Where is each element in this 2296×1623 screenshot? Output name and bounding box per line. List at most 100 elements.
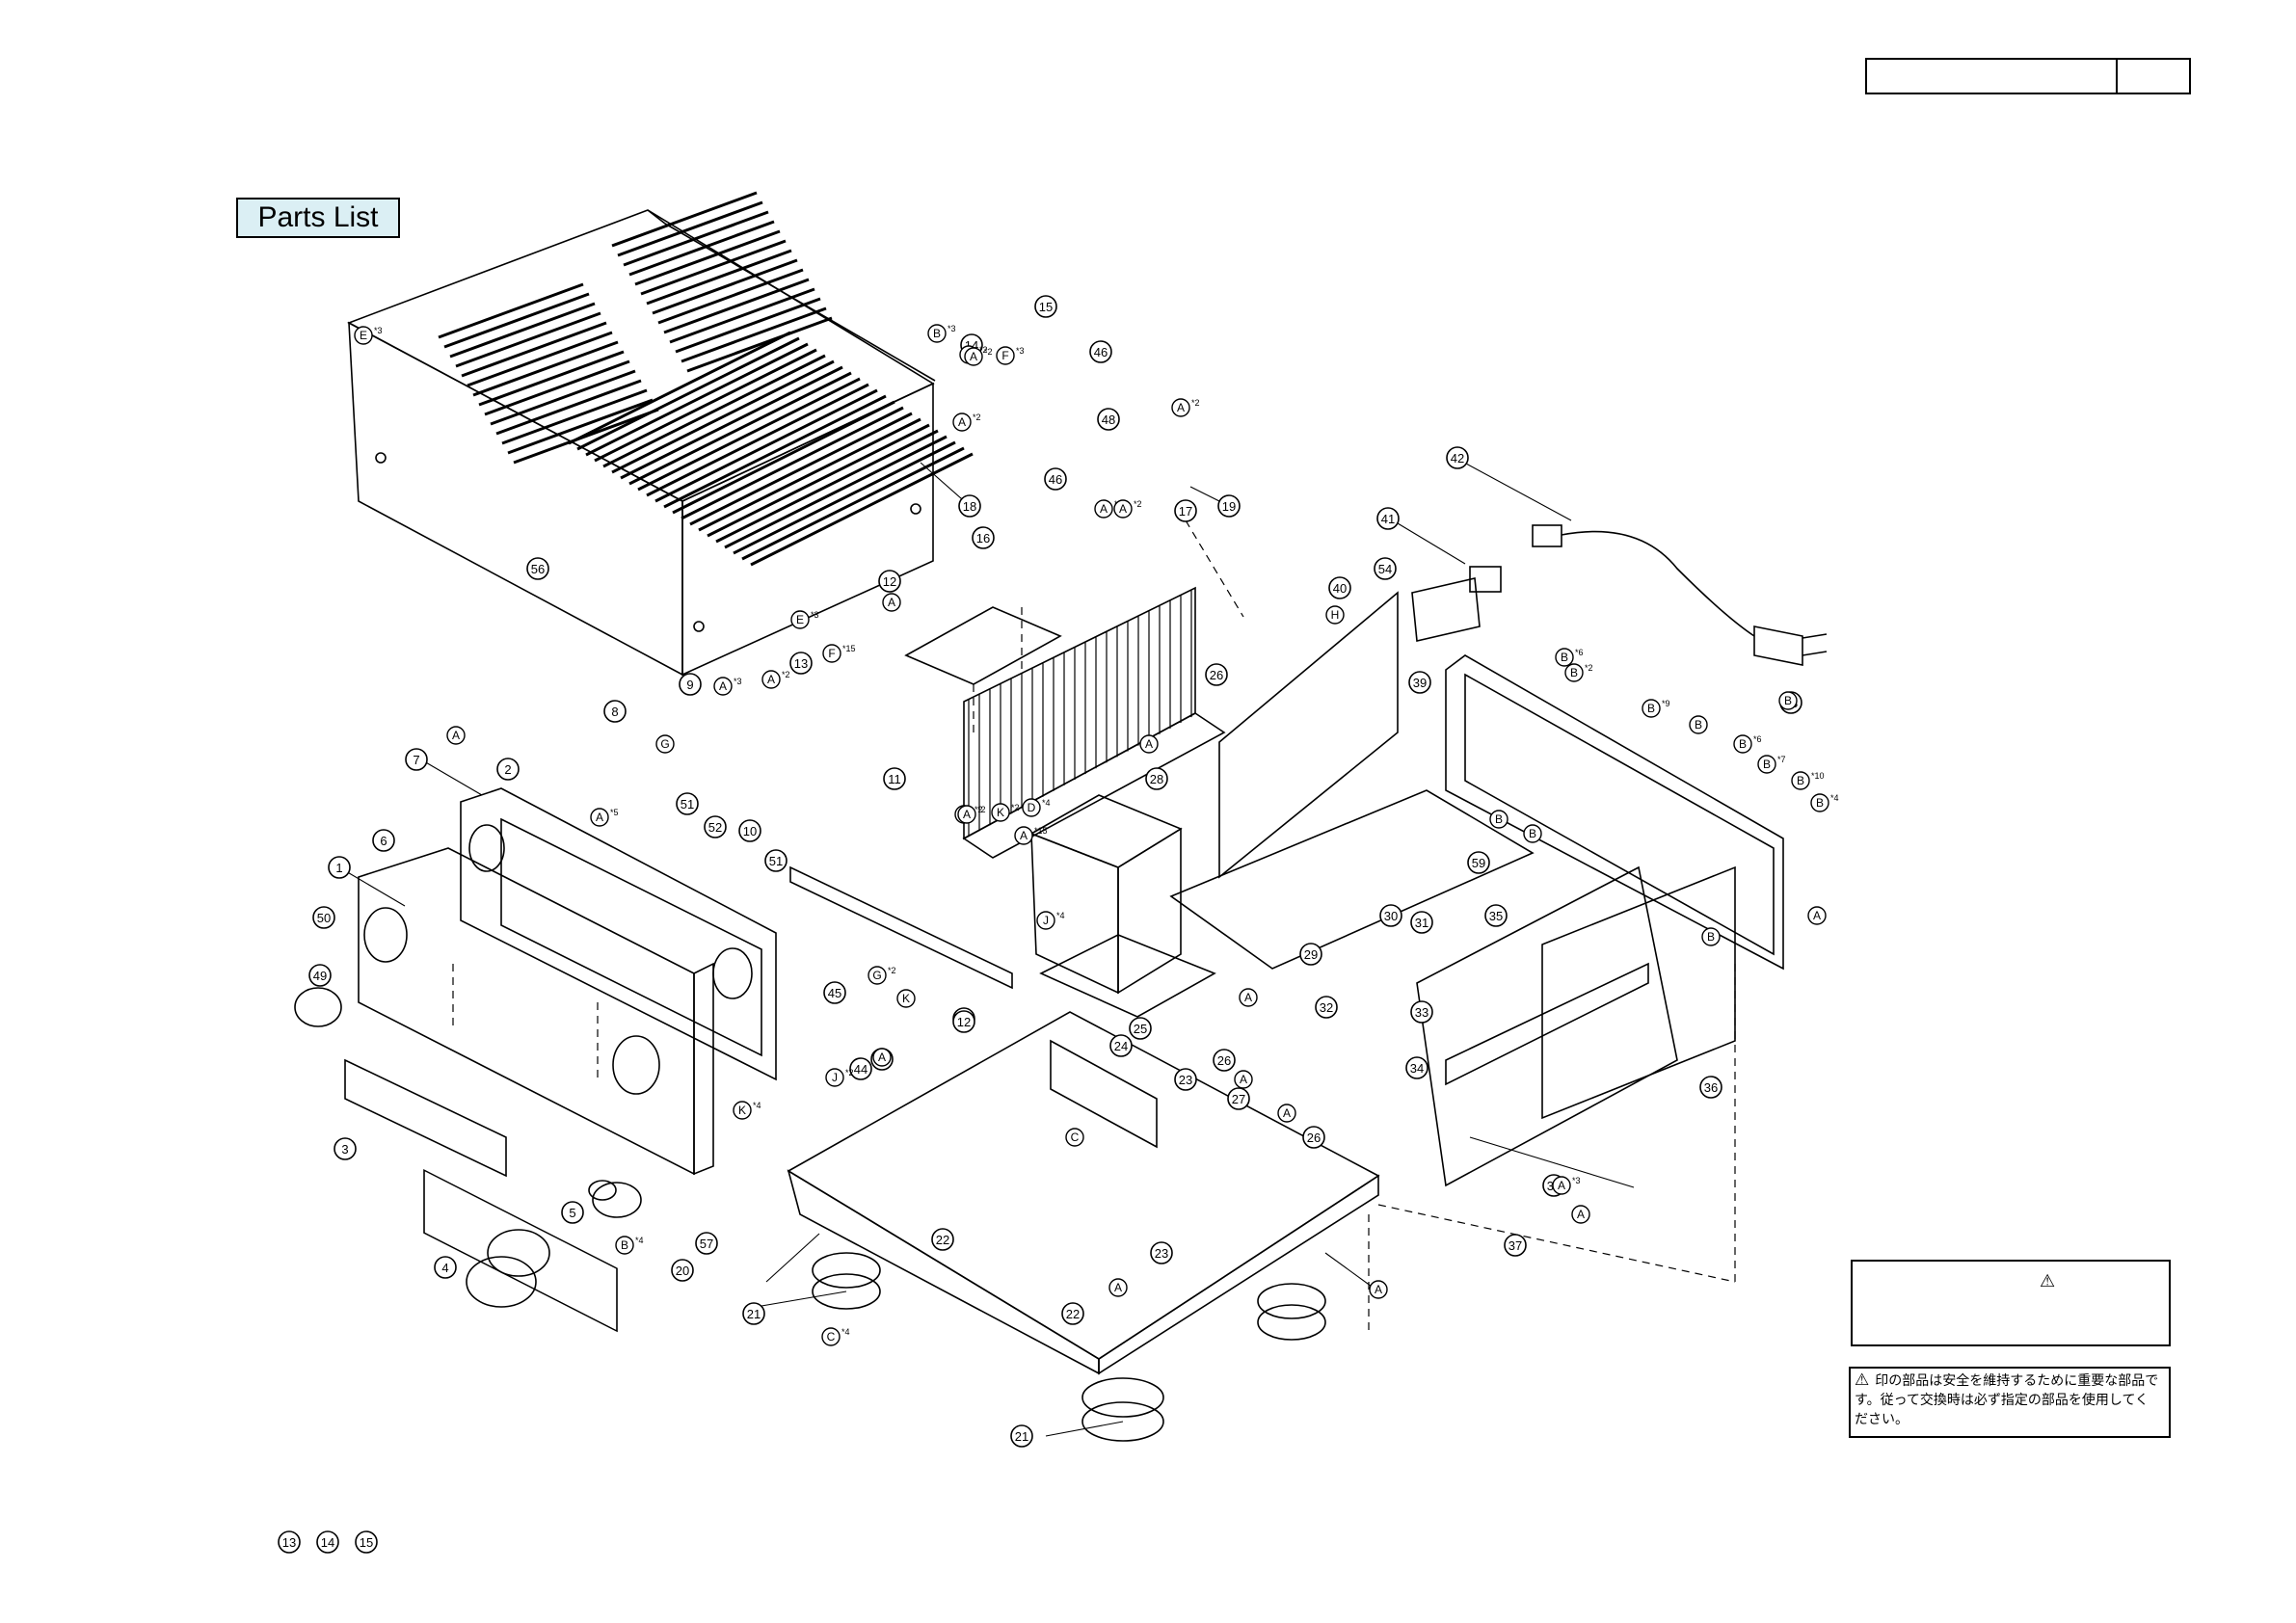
svg-text:34: 34 [1410, 1061, 1424, 1076]
screw-marker-A: A [1807, 906, 1827, 925]
svg-text:G: G [660, 737, 669, 751]
callout-40: 40 [1328, 576, 1351, 599]
svg-text:A: A [1813, 909, 1821, 922]
callout-26: 26 [1302, 1126, 1325, 1149]
screw-marker-H: H [1325, 605, 1345, 625]
callout-25: 25 [1129, 1017, 1152, 1040]
screw-marker-F: F*15 [822, 644, 856, 663]
callout-46: 46 [1089, 340, 1112, 363]
screw-marker-A: A [1277, 1104, 1296, 1123]
svg-text:G: G [872, 969, 881, 982]
svg-text:C: C [827, 1330, 836, 1344]
svg-text:B: B [1561, 651, 1568, 664]
top-cover [347, 191, 974, 677]
screw-marker-A: A*2 [964, 347, 993, 366]
svg-text:15: 15 [1039, 300, 1053, 314]
svg-text:*4: *4 [841, 1327, 850, 1337]
callout-45: 45 [823, 981, 846, 1004]
svg-text:*2: *2 [1585, 663, 1593, 673]
svg-text:D: D [1028, 801, 1036, 814]
svg-text:A: A [1100, 502, 1108, 516]
svg-text:33: 33 [1415, 1005, 1428, 1020]
svg-text:A: A [878, 1051, 886, 1064]
svg-text:A: A [1244, 991, 1252, 1004]
svg-text:20: 20 [676, 1264, 689, 1278]
svg-text:J: J [832, 1071, 838, 1084]
svg-text:B: B [1529, 827, 1536, 840]
svg-text:26: 26 [1210, 668, 1223, 682]
callout-41: 41 [1376, 507, 1400, 530]
svg-text:37: 37 [1508, 1238, 1522, 1253]
screw-marker-A: A [882, 593, 901, 612]
screw-marker-B: B*4 [615, 1236, 644, 1255]
svg-text:*4: *4 [635, 1236, 644, 1245]
svg-text:54: 54 [1378, 562, 1392, 576]
screw-marker-E: E*3 [354, 326, 383, 345]
screw-marker-C: C *4 [821, 1327, 850, 1346]
svg-text:9: 9 [686, 678, 693, 692]
callout-32: 32 [1315, 996, 1338, 1019]
callout-13: 13 [278, 1530, 301, 1554]
callout-59: 59 [1467, 851, 1490, 874]
screw-marker-A: A*3 [713, 677, 742, 696]
svg-text:E: E [796, 613, 804, 626]
svg-text:*4: *4 [1830, 793, 1839, 803]
callout-12: 12 [952, 1010, 975, 1033]
svg-text:40: 40 [1333, 581, 1347, 596]
screw-marker-A: A*5 [590, 808, 619, 827]
svg-text:27: 27 [1232, 1092, 1245, 1106]
svg-text:56: 56 [531, 562, 545, 576]
screw-marker-A: A [1139, 734, 1159, 754]
svg-text:B: B [1816, 796, 1824, 810]
svg-text:52: 52 [708, 820, 722, 835]
svg-text:50: 50 [317, 911, 331, 925]
screw-marker-B: B *6 [1555, 648, 1584, 667]
callout-5: 5 [561, 1201, 584, 1224]
svg-text:*2: *2 [845, 1068, 854, 1078]
callout-28: 28 [1145, 767, 1168, 790]
callout-34: 34 [1405, 1056, 1428, 1079]
svg-text:*3: *3 [1016, 346, 1025, 356]
svg-text:19: 19 [1222, 499, 1236, 514]
screw-marker-A: A [872, 1048, 892, 1067]
screw-marker-A: A [1369, 1280, 1388, 1299]
svg-text:36: 36 [1704, 1080, 1718, 1095]
svg-text:*6: *6 [1575, 648, 1584, 657]
svg-text:51: 51 [769, 854, 783, 868]
svg-text:*6: *6 [1753, 734, 1762, 744]
svg-text:26: 26 [1307, 1131, 1321, 1145]
svg-text:10: 10 [743, 824, 757, 838]
screw-marker-A: A*15 [1014, 826, 1048, 845]
callout-35: 35 [1484, 904, 1508, 927]
callout-4: 4 [434, 1256, 457, 1279]
svg-text:B: B [1570, 666, 1578, 679]
callout-14: 14 [316, 1530, 339, 1554]
svg-text:*9: *9 [1662, 699, 1670, 708]
callout-1: 1 [328, 856, 351, 879]
page-title: Parts List [236, 198, 400, 238]
callout-15: 15 [1034, 295, 1057, 318]
callout-11: 11 [883, 767, 906, 790]
svg-text:12: 12 [957, 1015, 971, 1029]
callout-24: 24 [1109, 1034, 1133, 1057]
screw-marker-G: G*2 [868, 966, 896, 985]
svg-text:46: 46 [1049, 472, 1062, 487]
screw-marker-B: B*10 [1791, 771, 1825, 790]
callout-26: 26 [1205, 663, 1228, 686]
amp-board [1169, 591, 1535, 970]
callout-37: 37 [1504, 1234, 1527, 1257]
callout-19: 19 [1217, 494, 1241, 518]
callout-30: 30 [1379, 904, 1402, 927]
callout-36: 36 [1699, 1076, 1722, 1099]
screw-marker-G: G [655, 734, 675, 754]
svg-text:E: E [360, 329, 367, 342]
svg-text:*15: *15 [842, 644, 856, 653]
callout-26: 26 [1213, 1049, 1236, 1072]
svg-text:*2: *2 [1134, 499, 1142, 509]
svg-text:44: 44 [854, 1062, 868, 1077]
svg-text:51: 51 [681, 797, 694, 812]
svg-text:A: A [452, 729, 460, 742]
svg-text:30: 30 [1384, 909, 1398, 923]
